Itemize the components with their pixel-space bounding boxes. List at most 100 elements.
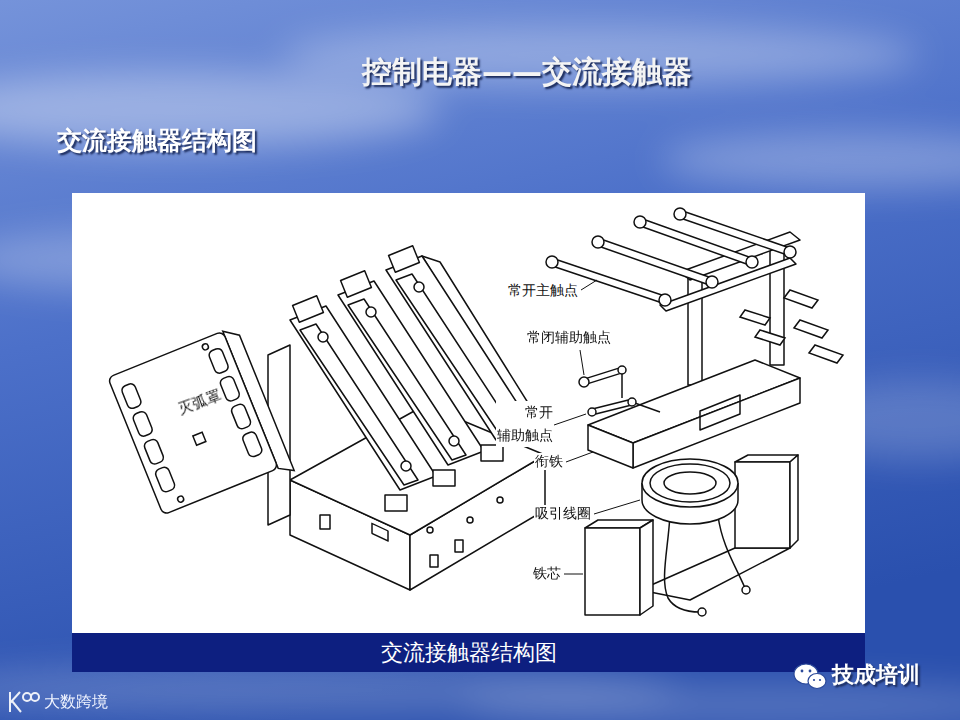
watermark-logo <box>31 693 39 701</box>
coil <box>642 459 750 616</box>
coil <box>665 515 700 612</box>
contactor-body <box>414 282 424 292</box>
auxiliary-contact <box>628 398 636 406</box>
main-contact-bar <box>706 276 718 288</box>
auxiliary-contact <box>579 366 660 416</box>
auxiliary-contact <box>588 408 596 416</box>
slide-background <box>0 25 960 720</box>
auxiliary-contact <box>584 370 622 382</box>
main-contact-bar <box>674 208 686 220</box>
main-contact-bar <box>546 256 558 268</box>
auxiliary-contact <box>618 366 626 374</box>
arc-chute-cover <box>120 382 142 409</box>
leader-line <box>581 280 597 290</box>
main-contact-bar <box>546 208 796 306</box>
armature <box>588 360 800 468</box>
arc-chute-cover <box>108 326 294 522</box>
illustration-panel <box>72 193 865 633</box>
slide-title: 控制电器——交流接触器 <box>362 52 692 93</box>
contactor-body <box>389 246 420 272</box>
contact-frame <box>660 258 796 311</box>
watermark: 大数跨境 <box>44 692 108 711</box>
wechat-icon <box>813 679 815 681</box>
wechat-icon <box>809 670 812 673</box>
figure-caption: 交流接触器结构图 <box>72 633 865 672</box>
coil <box>650 464 730 502</box>
arc-chute-cover <box>230 403 252 430</box>
contactor-body <box>433 470 455 486</box>
contactor-body <box>467 517 473 523</box>
contactor-body <box>372 523 388 540</box>
leader-line <box>554 280 640 574</box>
iron-core <box>790 455 798 548</box>
main-contact-bar <box>598 242 712 282</box>
watermark-logo <box>10 692 21 712</box>
main-contact-bar <box>640 222 752 262</box>
auxiliary-contact <box>592 402 632 412</box>
iron-core <box>585 455 798 615</box>
iron-core <box>640 548 790 600</box>
contactor-body <box>385 495 407 511</box>
wechat-icon <box>801 670 804 673</box>
iron-core <box>735 462 790 548</box>
contact-frame <box>688 270 702 385</box>
watermark: 技成培训 <box>832 662 920 688</box>
main-contact-bar <box>634 216 646 228</box>
part-label: 灭弧罩 <box>174 386 224 419</box>
main-contact-bar <box>592 236 604 248</box>
contactor-body <box>481 445 503 461</box>
auxiliary-contact <box>579 377 589 387</box>
watermark-logo <box>23 693 31 701</box>
iron-core <box>735 455 798 462</box>
part-label: 吸引线圈 <box>534 505 592 522</box>
leader-line <box>566 452 593 462</box>
part-label: 常开 辅助触点 <box>496 401 554 447</box>
armature <box>588 360 800 468</box>
coil <box>742 586 750 594</box>
arc-chute-cover <box>241 431 263 458</box>
leader-line <box>554 414 586 425</box>
wechat-icon <box>794 664 826 689</box>
fixed-contact <box>794 320 828 338</box>
coil <box>718 516 745 588</box>
iron-core <box>640 520 653 615</box>
arc-chute-cover <box>177 495 185 503</box>
leader-line <box>580 350 584 375</box>
contactor-body <box>449 436 459 446</box>
contactor-body <box>401 461 411 471</box>
part-label: 衔铁 <box>534 453 564 470</box>
arc-chute-cover <box>193 432 206 445</box>
main-contact-bar <box>784 246 796 258</box>
coil <box>642 459 738 507</box>
contactor-body <box>320 515 330 529</box>
armature <box>588 425 633 468</box>
armature <box>700 395 740 430</box>
fixed-contact <box>809 345 843 363</box>
auxiliary-contact <box>584 370 622 382</box>
wechat-icon <box>808 674 826 689</box>
arc-chute-cover <box>154 466 176 493</box>
armature <box>633 378 800 468</box>
fixed-contact <box>784 290 818 308</box>
main-contact-bar <box>680 214 790 252</box>
coil <box>664 472 716 494</box>
main-contact-bar <box>640 222 752 262</box>
iron-core <box>585 528 640 615</box>
part-label: 常闭辅助触点 <box>526 329 612 346</box>
contactor-body <box>318 332 328 342</box>
main-contact-bar <box>680 214 790 252</box>
main-contact-bar <box>598 242 712 282</box>
contactor-body <box>366 307 376 317</box>
leader-line <box>564 574 583 575</box>
arc-chute-cover <box>208 347 230 374</box>
slide-background <box>660 132 960 188</box>
contactor-body <box>430 555 438 567</box>
main-contact-bar <box>659 294 671 306</box>
arc-chute-cover <box>108 331 278 515</box>
contactor-body <box>341 271 372 297</box>
coil <box>698 608 706 616</box>
contactor-body <box>293 296 324 322</box>
caption-band: 交流接触器结构图 <box>72 633 865 672</box>
auxiliary-contact <box>592 402 632 412</box>
